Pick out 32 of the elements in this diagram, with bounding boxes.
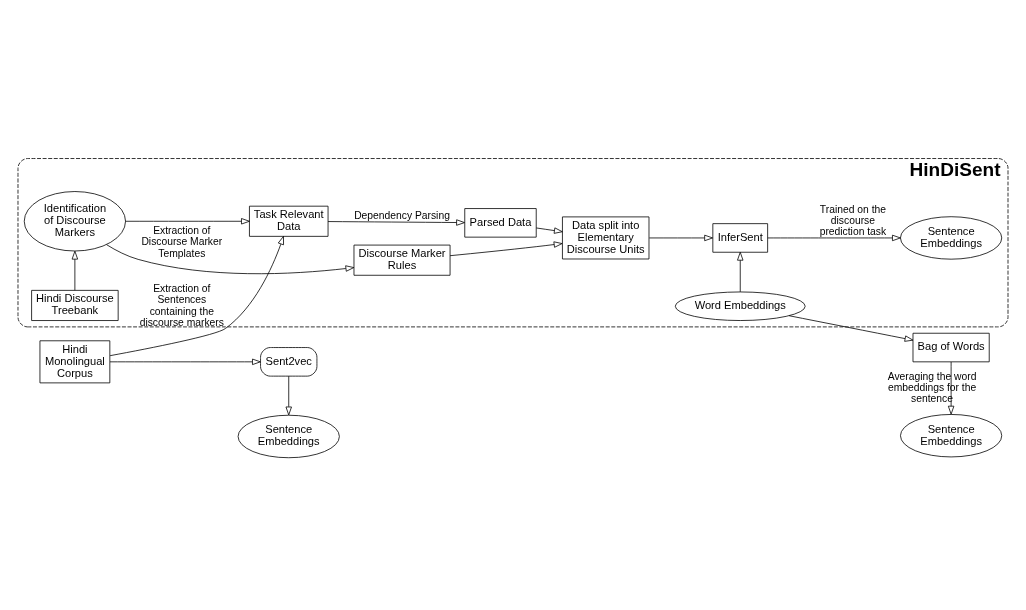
node-box: Data split into Elementary Discourse Units xyxy=(562,216,650,260)
arrow xyxy=(947,361,955,415)
node-ellipse: Sentence Embeddings xyxy=(237,414,340,459)
edge-label: Extraction of Sentences containing the discourse markers xyxy=(139,283,224,328)
arrow xyxy=(737,251,744,293)
node-box: Hindi Discourse Treebank xyxy=(31,289,119,321)
arrow xyxy=(109,358,261,365)
arrow xyxy=(285,375,292,416)
edge-label: Extraction of Discourse Marker Templates xyxy=(141,225,223,259)
node-box: Hindi Monolingual Corpus xyxy=(39,340,111,384)
arrow xyxy=(106,244,355,275)
arrow xyxy=(125,218,250,225)
node-box: Parsed Data xyxy=(464,208,537,238)
node-ellipse: Word Embeddings xyxy=(674,291,806,321)
node-ellipse: Identification of Discourse Markers xyxy=(23,191,126,252)
node-box: Bag of Words xyxy=(912,332,990,363)
node-box: Discourse Marker Rules xyxy=(353,244,451,276)
edge-label: Dependency Parsing xyxy=(354,210,450,222)
arrow xyxy=(449,241,563,257)
arrow xyxy=(767,234,901,242)
arrow xyxy=(535,227,563,234)
edge-label: Trained on the discourse prediction task xyxy=(819,203,887,238)
node-ellipse: Sentence Embeddings xyxy=(900,216,1003,260)
arrow xyxy=(71,250,79,291)
edge-label: Averaging the word embeddings for the sentence xyxy=(887,370,977,404)
node-box: InferSent xyxy=(712,223,769,253)
node-box: Task Relevant Data xyxy=(249,205,329,237)
arrow xyxy=(109,236,284,357)
node-ellipse: Sentence Embeddings xyxy=(900,414,1003,458)
arrow xyxy=(648,234,713,242)
node-box: Sent2vec xyxy=(260,347,318,377)
arrow xyxy=(327,219,465,226)
